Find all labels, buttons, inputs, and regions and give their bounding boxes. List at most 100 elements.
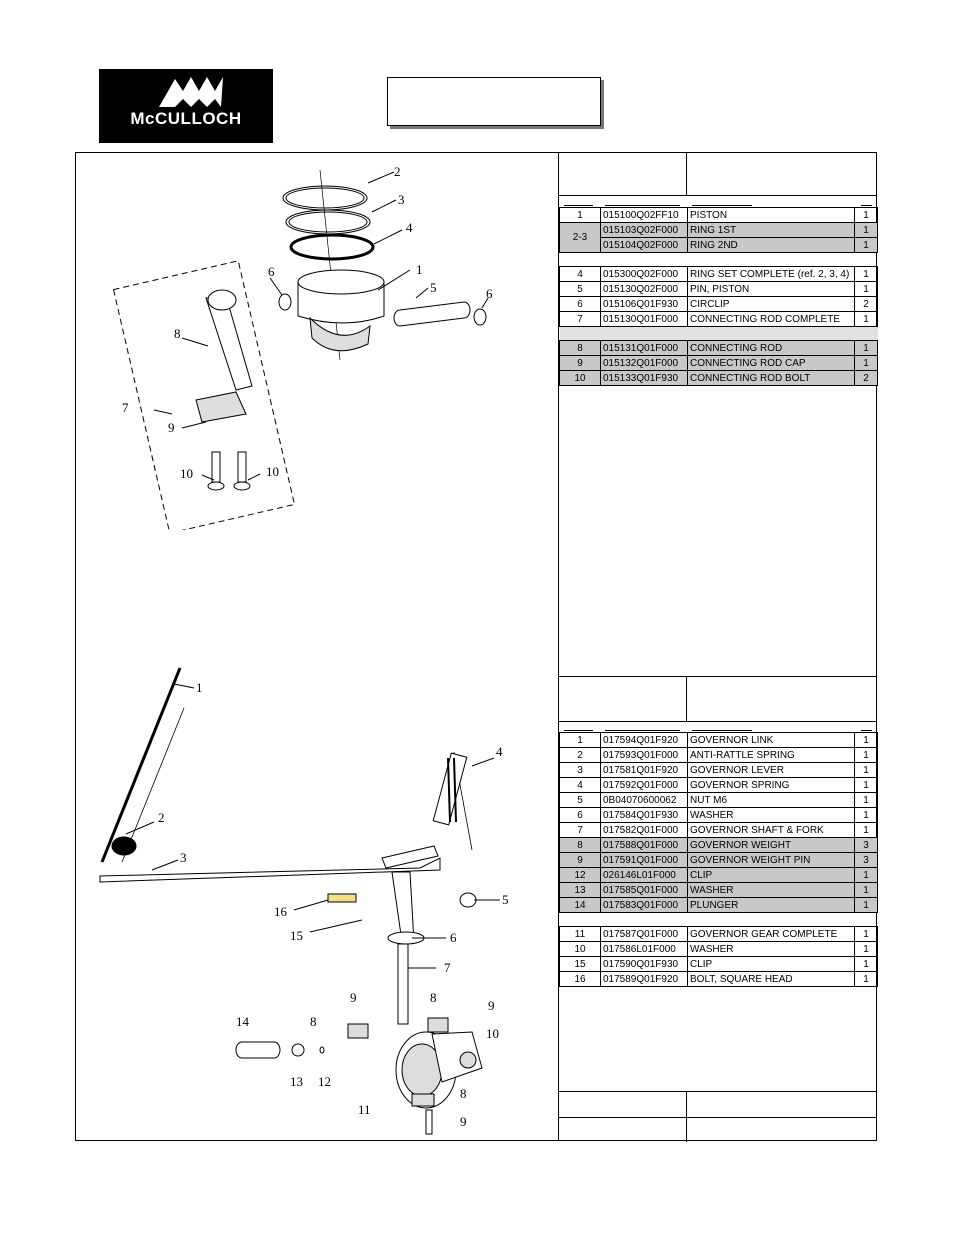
governor-callout: 2 xyxy=(158,810,165,825)
governor-callout: 5 xyxy=(502,892,509,907)
quantity-cell: 1 xyxy=(854,807,878,823)
ref-cell: 5 xyxy=(559,281,601,297)
description-cell: WASHER xyxy=(687,807,855,823)
table-header-row xyxy=(560,721,878,733)
part-number-cell: 017588Q01F000 xyxy=(600,837,688,853)
part-number-cell: 017593Q01F000 xyxy=(600,747,688,763)
part-number-cell: 017594Q01F920 xyxy=(600,732,688,748)
part-number-cell: 026146L01F000 xyxy=(600,867,688,883)
part-number-cell: 017586L01F000 xyxy=(600,941,688,957)
quantity-cell: 3 xyxy=(854,837,878,853)
quantity-cell: 1 xyxy=(854,971,878,987)
part-number-cell: 017583Q01F000 xyxy=(600,897,688,913)
description-cell: GOVERNOR LINK xyxy=(687,732,855,748)
governor-callout: 9 xyxy=(460,1114,467,1129)
description-cell: GOVERNOR GEAR COMPLETE xyxy=(687,926,855,942)
governor-callout: 13 xyxy=(290,1074,303,1089)
description-cell: CONNECTING ROD COMPLETE xyxy=(687,311,855,327)
governor-callout: 16 xyxy=(274,904,288,919)
description-cell: BOLT, SQUARE HEAD xyxy=(687,971,855,987)
quantity-cell: 1 xyxy=(854,941,878,957)
title-box xyxy=(387,77,601,126)
description-cell: PLUNGER xyxy=(687,897,855,913)
governor-callout: 9 xyxy=(350,990,357,1005)
ref-cell: 14 xyxy=(559,897,601,913)
table-spacer-row xyxy=(559,326,878,341)
quantity-cell: 1 xyxy=(854,897,878,913)
ref-cell: 4 xyxy=(559,777,601,793)
quantity-cell: 1 xyxy=(854,311,878,327)
ref-cell: 4 xyxy=(559,266,601,282)
part-number-cell: 0B04070600062 xyxy=(600,792,688,808)
column-divider xyxy=(558,152,559,1141)
ref-cell: 2-3 xyxy=(559,222,601,253)
piston-table-header-block xyxy=(558,152,877,196)
ref-cell: 10 xyxy=(559,941,601,957)
quantity-cell: 1 xyxy=(854,732,878,748)
piston-callout: 5 xyxy=(430,280,437,295)
governor-callout: 8 xyxy=(430,990,437,1005)
ref-cell: 7 xyxy=(559,822,601,838)
governor-exploded-diagram: 1 2 3 4 5 16 15 6 7 9 8 8 9 14 13 12 11 … xyxy=(99,667,509,1135)
description-cell: CIRCLIP xyxy=(687,296,855,312)
description-cell: CLIP xyxy=(687,867,855,883)
ref-cell: 6 xyxy=(559,807,601,823)
description-cell: PISTON xyxy=(687,207,855,223)
quantity-cell: 1 xyxy=(854,207,878,223)
ref-cell: 15 xyxy=(559,956,601,972)
part-number-cell: 015300Q02F000 xyxy=(600,266,688,282)
governor-callout: 7 xyxy=(444,960,451,975)
page-frame xyxy=(75,152,877,1141)
ref-cell: 1 xyxy=(559,732,601,748)
description-cell: GOVERNOR LEVER xyxy=(687,762,855,778)
description-cell: ANTI-RATTLE SPRING xyxy=(687,747,855,763)
ref-cell: 5 xyxy=(559,792,601,808)
part-number-cell: 017582Q01F000 xyxy=(600,822,688,838)
governor-callout: 1 xyxy=(196,680,203,695)
description-cell: GOVERNOR WEIGHT xyxy=(687,837,855,853)
ref-cell: 1 xyxy=(559,207,601,223)
quantity-cell: 1 xyxy=(854,281,878,297)
quantity-cell: 1 xyxy=(854,355,878,371)
table-spacer-row xyxy=(559,252,878,267)
ref-cell: 10 xyxy=(559,370,601,386)
governor-callout: 11 xyxy=(358,1102,371,1117)
part-number-cell: 017587Q01F000 xyxy=(600,926,688,942)
quantity-cell: 1 xyxy=(854,822,878,838)
piston-callout: 10 xyxy=(266,464,279,479)
governor-callout: 4 xyxy=(496,744,503,759)
piston-callout: 6 xyxy=(268,264,275,279)
quantity-cell: 1 xyxy=(854,867,878,883)
part-number-cell: 015100Q02FF10 xyxy=(600,207,688,223)
description-cell: GOVERNOR SHAFT & FORK xyxy=(687,822,855,838)
part-number-cell: 015130Q01F000 xyxy=(600,311,688,327)
part-number-cell: 015103Q02F000 xyxy=(600,222,688,238)
description-cell: CONNECTING ROD BOLT xyxy=(687,370,855,386)
description-cell: PIN, PISTON xyxy=(687,281,855,297)
table-header-row xyxy=(560,196,878,208)
governor-callout: 14 xyxy=(236,1014,250,1029)
governor-callout: 12 xyxy=(318,1074,331,1089)
piston-callout: 4 xyxy=(406,220,413,235)
quantity-cell: 2 xyxy=(854,296,878,312)
piston-callout: 7 xyxy=(122,400,129,415)
ref-cell: 11 xyxy=(559,926,601,942)
